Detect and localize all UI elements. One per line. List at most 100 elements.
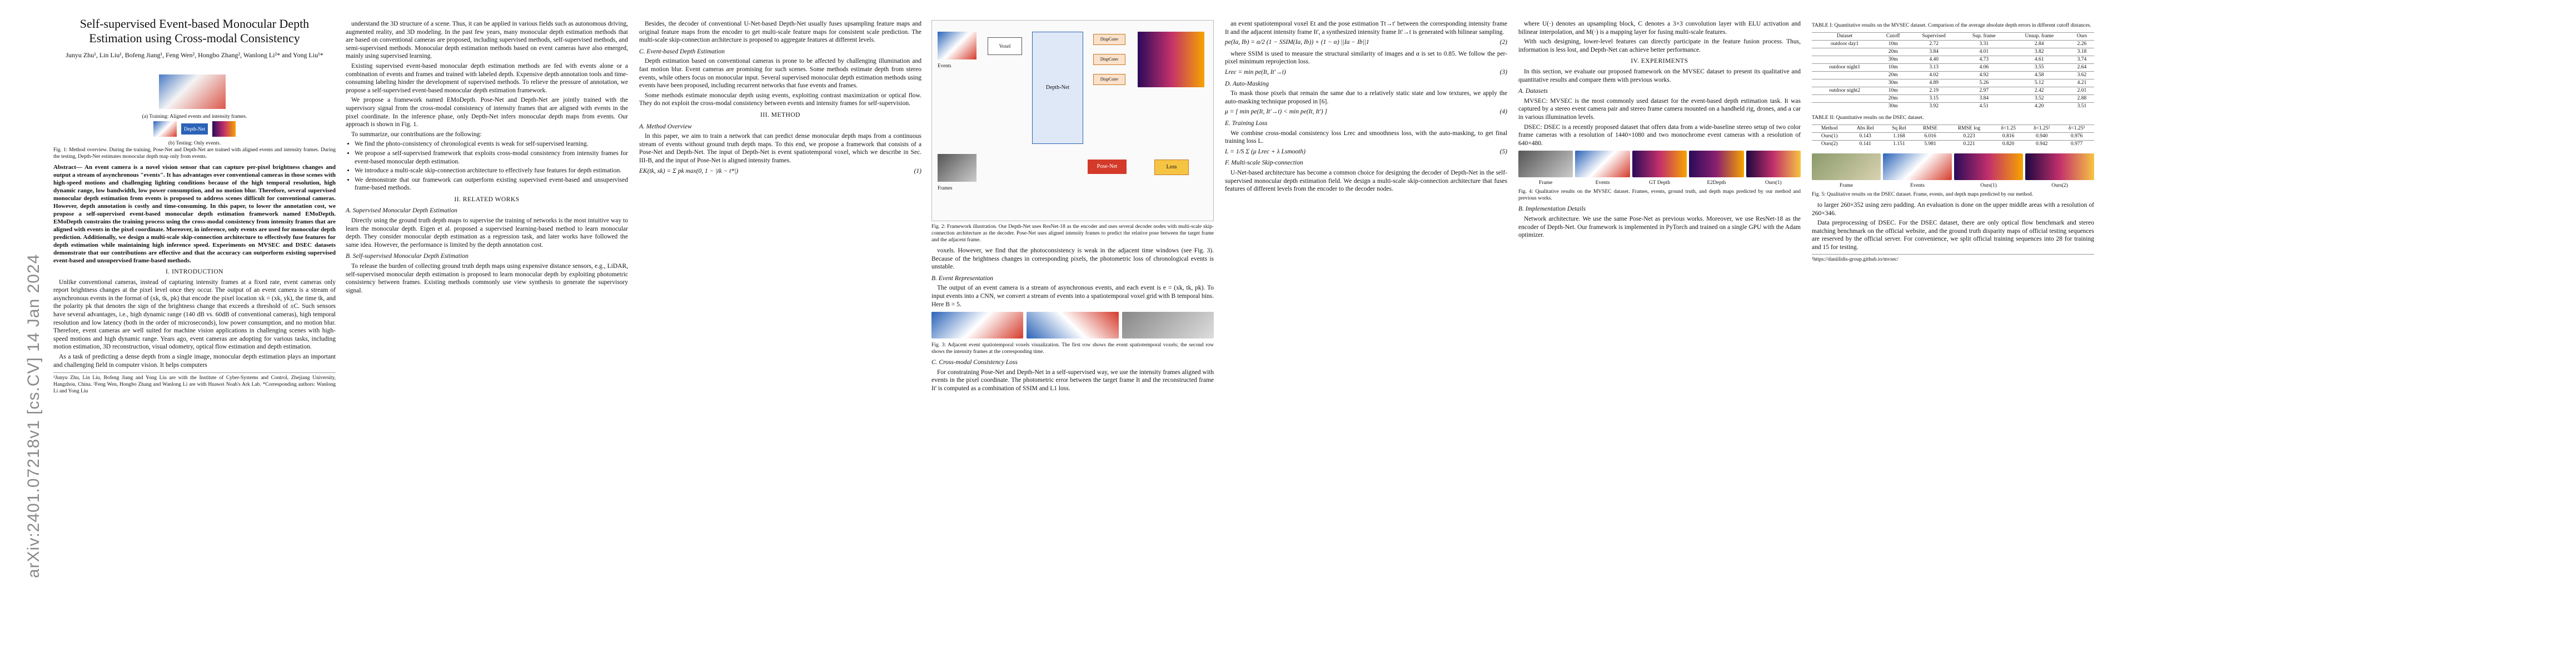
fig4-image [1632, 151, 1687, 178]
subsection-training-loss-heading: E. Training Loss [1225, 120, 1268, 127]
equation-3-number: (3) [1499, 68, 1507, 76]
c6-paragraph-1: where U(·) denotes an upsampling block, … [1518, 21, 1801, 36]
subsection-skip-connection-heading: F. Multi-scale Skip-connection [1225, 160, 1303, 167]
fig2-caption: Fig. 2: Framework illustration. Our Dept… [931, 224, 1214, 243]
table-cell: 20m [1877, 71, 1909, 79]
fig1-event-input [153, 121, 177, 137]
fig1-depth-net-block: Depth-Net [181, 123, 208, 135]
c6-paragraph-3: In this section, we evaluate our propose… [1518, 68, 1801, 83]
table1-caption: TABLE I: Quantitative results on the MVS… [1812, 23, 2091, 28]
table-cell [1812, 48, 1878, 56]
table-cell: 3.92 [1909, 102, 1959, 110]
fig2-voxel-node: Voxel [988, 37, 1022, 55]
c2-paragraph-2: Existing supervised event-based monocula… [346, 62, 628, 94]
equation-2-body: pe(Ia, Ib) = α/2 (1 − SSIM(Ia, Ib)) + (1… [1225, 39, 1369, 46]
table-header-cell: Sq Rel [1884, 125, 1915, 133]
table-cell: 3.31 [1959, 40, 2009, 48]
table-cell: 4.73 [1959, 56, 2009, 64]
c3-paragraph-4: In this paper, we aim to train a network… [639, 133, 921, 164]
abstract: Abstract— An event camera is a novel vis… [53, 164, 336, 264]
fig4-label: Frame [1539, 180, 1553, 186]
table-cell: 5.12 [2009, 79, 2070, 87]
table-cell: 4.40 [1909, 56, 1959, 64]
table-cell: 2.72 [1909, 40, 1959, 48]
subsection-implementation-heading: B. Implementation Details [1518, 206, 1586, 213]
table-cell: 4.06 [1959, 63, 2009, 72]
table-cell: 4.01 [1959, 48, 2009, 56]
equation-3: Lrec = min pe(It, It'→t)(3) [1225, 68, 1507, 77]
table-cell: 0.221 [1946, 140, 1992, 148]
figure-5-grid: Frame Events Ours(1) Ours(2) [1812, 153, 2094, 189]
fig5-image [1812, 153, 1881, 180]
column-2: understand the 3D structure of a scene. … [346, 20, 628, 296]
table-cell: 4.51 [1959, 102, 2009, 110]
table-header-cell: δ<1.25 [1992, 125, 2025, 133]
fig5-image [1883, 153, 1952, 180]
fig5-label: Ours(2) [2051, 183, 2068, 188]
table-cell: 3.74 [2069, 56, 2094, 64]
column-4: Events Voxel Depth-Net DispConv DispConv… [931, 20, 1214, 395]
table-cell: 0.816 [1992, 132, 2025, 141]
table-header-cell: Unsup. frame [2009, 32, 2070, 41]
author-footnote: ¹Junyu Zhu, Lin Liu, Bofeng Jiang and Yo… [53, 372, 336, 395]
table-cell: 3.55 [2009, 63, 2070, 72]
equation-5-number: (5) [1499, 148, 1507, 155]
fig2-depth-net-node: Depth-Net [1032, 32, 1083, 144]
table-cell: Ours(2) [1812, 140, 1847, 148]
table-cell: 3.18 [2069, 48, 2094, 56]
table-cell: 5.26 [1959, 79, 2009, 87]
fig2-pose-net-node: Pose-Net [1088, 160, 1127, 174]
c6-paragraph-2: With such designing, lower-level feature… [1518, 38, 1801, 53]
table-cell: 4.89 [1909, 79, 1959, 87]
figure-1: (a) Training: Aligned events and intensi… [53, 72, 336, 146]
fig4-image [1746, 151, 1801, 178]
arxiv-id: arXiv:2401.07218v1 [cs.CV] 14 Jan 2024 [24, 253, 43, 578]
fig5-label: Events [1910, 183, 1925, 188]
fig2-dispconv-node: DispConv [1093, 54, 1125, 65]
table-cell: 3.84 [1959, 94, 2009, 103]
c6-paragraph-6: Network architecture. We use the same Po… [1518, 215, 1801, 239]
equation-5: L = 1/S Σ (μ Lrec + λ Lsmooth)(5) [1225, 148, 1507, 156]
table-cell: 3.62 [2069, 71, 2094, 79]
fig3-voxel-image [1027, 312, 1119, 339]
fig1-label-a: (a) Training: Aligned events and intensi… [142, 114, 247, 120]
c7-paragraph-1: to larger 260×352 using zero padding. An… [1812, 202, 2094, 217]
table-cell: outdoor night1 [1812, 63, 1878, 72]
fig2-events-label: Events [938, 63, 951, 68]
c4-paragraph-3: For constraining Pose-Net and Depth-Net … [931, 369, 1214, 392]
fig4-label: E2Depth [1707, 180, 1726, 186]
table-cell: 30m [1877, 56, 1909, 64]
table-cell: 30m [1877, 102, 1909, 110]
table-cell: 2.97 [1959, 87, 2009, 95]
fig3-caption: Fig. 3: Adjacent event spatiotemporal vo… [931, 342, 1214, 355]
contribution-item: We find the photo-consistency of chronol… [355, 140, 628, 148]
subsection-datasets-heading: A. Datasets [1518, 88, 1548, 95]
equation-4-body: μ = [ min pe(It, It'→t) < min pe(It, It'… [1225, 108, 1327, 116]
c4-paragraph-1: voxels. However, we find that the photoc… [931, 247, 1214, 271]
table-cell: outdoor day1 [1812, 40, 1878, 48]
subsection-auto-masking-heading: D. Auto-Masking [1225, 80, 1269, 87]
fig5-image [1954, 153, 2023, 180]
c5-paragraph-1: an event spatiotemporal voxel Et and the… [1225, 21, 1507, 36]
c3-paragraph-3: Some methods estimate monocular depth us… [639, 92, 921, 107]
equation-2: pe(Ia, Ib) = α/2 (1 − SSIM(Ia, Ib)) + (1… [1225, 38, 1507, 47]
table-cell: 4.61 [2009, 56, 2070, 64]
equation-1-number: (1) [914, 167, 921, 175]
c6-paragraph-5: DSEC: DSEC is a recently proposed datase… [1518, 123, 1801, 147]
subsection-overview-heading: A. Method Overview [639, 123, 692, 130]
fig1-caption: Fig. 1: Method overview. During the trai… [53, 147, 336, 160]
section-method-heading: III. METHOD [760, 111, 800, 118]
table-cell: 4.92 [1959, 71, 2009, 79]
contribution-item: We introduce a multi-scale skip-connecti… [355, 167, 628, 175]
subsection-self-supervised-heading: B. Self-supervised Monocular Depth Estim… [346, 253, 469, 260]
table-cell: 1.168 [1884, 132, 1915, 141]
url-footnote[interactable]: ¹https://daniilidis-group.github.io/mvse… [1812, 253, 2094, 263]
table2-caption: TABLE II: Quantitative results on the DS… [1812, 115, 1924, 121]
table-cell: 10m [1877, 40, 1909, 48]
table-cell: 0.976 [2059, 132, 2094, 141]
